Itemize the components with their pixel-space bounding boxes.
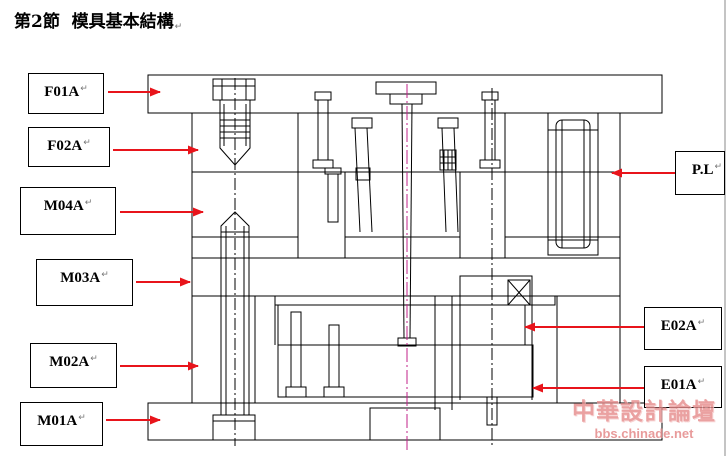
support-plate: [191, 257, 621, 297]
label-pl: P.L↵: [675, 151, 725, 195]
label-m04a: M04A↵: [20, 187, 116, 235]
return-pin-right: [479, 91, 501, 169]
ejector-guide-box: [459, 275, 533, 400]
paragraph-mark: ↵: [78, 413, 86, 423]
paragraph-mark: ↵: [697, 377, 706, 387]
label-m03a-text: M03A: [60, 270, 101, 286]
ejector-retainer-plate: [277, 304, 526, 346]
inclined-lifter-right: [437, 117, 459, 233]
ejector-pin-2: [323, 324, 345, 398]
label-m01a: M01A↵: [20, 402, 103, 446]
paragraph-mark: ↵: [101, 270, 109, 280]
label-f02a: F02A↵: [28, 127, 110, 167]
label-e02a: E02A↵: [644, 307, 722, 350]
label-e01a-text: E01A: [660, 377, 697, 393]
mold-drawing: [147, 74, 663, 452]
label-f01a-text: F01A: [44, 84, 80, 100]
spring-symbol: [507, 279, 531, 306]
ejector-pin-1: [285, 311, 307, 398]
label-m02a-text: M02A: [49, 354, 90, 370]
paragraph-mark: ↵: [80, 84, 88, 94]
sprue: [397, 103, 417, 347]
paragraph-mark: ↵: [90, 354, 98, 364]
return-pin-left: [312, 91, 342, 223]
callout-arrows: [106, 87, 675, 425]
label-e02a-text: E02A: [660, 318, 697, 334]
paragraph-mark: ↵: [84, 198, 93, 208]
core-insert: [297, 112, 506, 259]
label-e01a: E01A↵: [644, 366, 722, 408]
guide-pin-left: [212, 211, 256, 441]
ejector-plate: [277, 344, 534, 398]
label-f02a-text: F02A: [47, 138, 83, 154]
knockout-hole: [369, 407, 441, 441]
paragraph-mark: ↵: [83, 138, 91, 148]
label-m04a-text: M04A: [43, 198, 84, 214]
page-title-text: 第2節 模具基本結構: [14, 12, 174, 32]
paragraph-mark: ↵: [174, 22, 183, 32]
page-title: 第2節 模具基本結構↵: [14, 12, 182, 37]
paragraph-mark: ↵: [714, 162, 722, 172]
inclined-lifter-left: [351, 117, 373, 233]
label-pl-text: P.L: [691, 162, 714, 178]
label-m03a: M03A↵: [36, 259, 133, 306]
spacer-block-right: [556, 295, 621, 404]
label-m01a-text: M01A: [37, 413, 78, 429]
spacer-block-left: [191, 295, 256, 404]
guide-bushing-right: [547, 112, 599, 256]
paragraph-mark: ↵: [697, 318, 706, 328]
label-f01a: F01A↵: [28, 73, 104, 114]
label-m02a: M02A↵: [30, 343, 117, 388]
sprue-bushing-head: [389, 93, 423, 105]
